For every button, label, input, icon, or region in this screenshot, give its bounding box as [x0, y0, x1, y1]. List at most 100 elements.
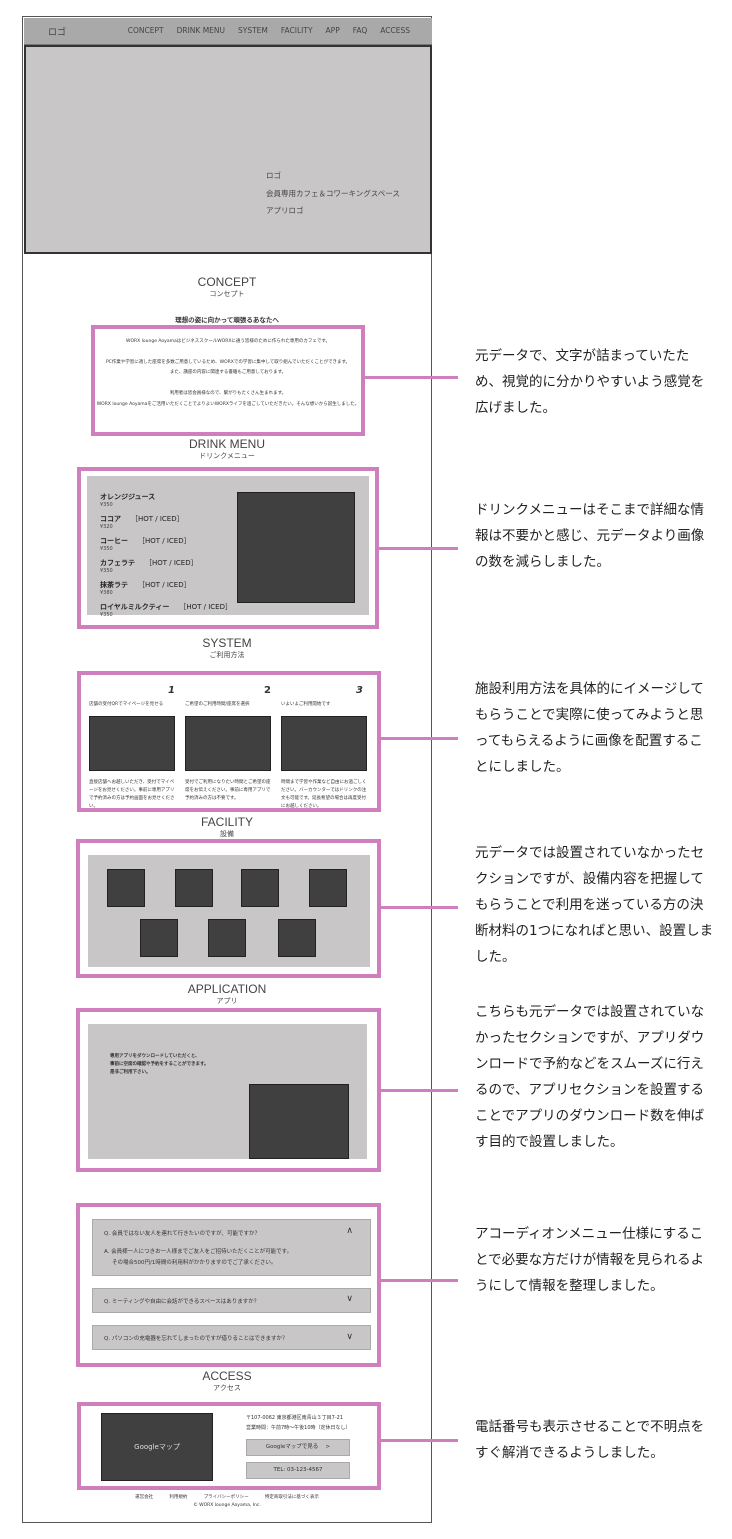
concept-title: CONCEPT コンセプト [22, 275, 432, 299]
facility-image-placeholder [241, 869, 279, 907]
concept-box: WORX lounge AoyamaはビジネススクールWORXに通う皆様のために… [91, 325, 365, 436]
section-title-jp: ご利用方法 [209, 652, 245, 659]
section-title-jp: アクセス [213, 1385, 241, 1392]
system-title: SYSTEM ご利用方法 [22, 636, 432, 660]
hero-logo: ロゴ [266, 171, 281, 180]
tel-button[interactable]: TEL: 03-123-4567 [246, 1462, 350, 1479]
app-title: APPLICATION アプリ [22, 982, 432, 1006]
section-title-en: SYSTEM [202, 636, 252, 650]
annotation-connector [380, 906, 458, 909]
concept-text: WORX lounge Aoyamaをご活用いただくことでよりよいWORXライフ… [96, 402, 360, 407]
nav-access[interactable]: ACCESS [380, 26, 410, 35]
annotation-note: 元データでは設置されていなかったセクションですが、設備内容を把握してもらうことで… [475, 845, 714, 965]
annotation-note: こちらも元データでは設置されていなかったセクションですが、アプリダウンロードで予… [475, 1004, 705, 1150]
drink-item: オレンジジュース¥350 [100, 493, 156, 508]
drink-item: ココア［HOT / ICED］¥320 [100, 515, 184, 530]
facility-image-placeholder [140, 919, 178, 957]
nav-facility[interactable]: FACILITY [280, 26, 313, 35]
drink-item: 抹茶ラテ［HOT / ICED］¥380 [100, 581, 191, 596]
faq-item[interactable]: Q. パソコンの充電器を忘れてしまったのですが借りることはできますか？ ∨ [92, 1325, 371, 1350]
footer-links: 運営会社 利用規約 プライバシーポリシー 特定商取引法に基づく表示 [22, 1494, 432, 1500]
google-map-placeholder[interactable]: Googleマップ [101, 1413, 213, 1481]
footer-link[interactable]: プライバシーポリシー [203, 1495, 249, 1500]
access-info: 〒107-0062 東京都港区南青山３丁目7-21 営業時間：午前7時〜午後10… [246, 1413, 351, 1433]
section-title-jp: 設備 [220, 831, 234, 838]
section-title-jp: ドリンクメニュー [199, 453, 255, 460]
facility-box [76, 839, 381, 978]
facility-panel [88, 855, 370, 967]
wireframe-frame [22, 16, 432, 1523]
hero: ロゴ 会員専用カフェ＆コワーキングスペース アプリロゴ [24, 45, 432, 254]
drink-title: DRINK MENU ドリンクメニュー [22, 437, 432, 461]
annotation-connector [380, 737, 458, 740]
site-header: ロゴ CONCEPT DRINK MENU SYSTEM FACILITY AP… [24, 18, 432, 45]
concept-text: また、講座の内容に関連する書籍もご用意しております。 [169, 370, 287, 375]
facility-image-placeholder [278, 919, 316, 957]
address: 〒107-0062 東京都港区南青山３丁目7-21 [246, 1415, 344, 1421]
app-panel: 専用アプリをダウンロードしていただくと、事前に空席の確認や予約をすることができま… [88, 1024, 367, 1159]
section-title-jp: アプリ [216, 998, 238, 1005]
app-box: 専用アプリをダウンロードしていただくと、事前に空席の確認や予約をすることができま… [76, 1008, 381, 1172]
header-logo[interactable]: ロゴ [48, 28, 67, 38]
drink-menu-panel: オレンジジュース¥350 ココア［HOT / ICED］¥320 コーヒー［HO… [87, 476, 369, 618]
app-description: 専用アプリをダウンロードしていただくと、事前に空席の確認や予約をすることができま… [110, 1054, 209, 1075]
section-title-en: DRINK MENU [188, 437, 265, 451]
nav-app[interactable]: APP [325, 26, 340, 35]
access-title: ACCESS アクセス [22, 1369, 432, 1393]
section-title-jp: コンセプト [209, 291, 245, 298]
annotation-note: 電話番号も表示させることで不明点をすぐ解消できるようしました。 [475, 1419, 705, 1461]
nav-drink-menu[interactable]: DRINK MENU [176, 26, 225, 35]
footer: 運営会社 利用規約 プライバシーポリシー 特定商取引法に基づく表示 © WORX… [22, 1494, 432, 1508]
footer-link[interactable]: 利用規約 [169, 1495, 188, 1500]
facility-image-placeholder [309, 869, 347, 907]
access-box: Googleマップ 〒107-0062 東京都港区南青山３丁目7-21 営業時間… [77, 1402, 381, 1490]
annotation-connector [364, 376, 458, 379]
facility-image-placeholder [107, 869, 145, 907]
nav-system[interactable]: SYSTEM [238, 26, 268, 35]
footer-link[interactable]: 運営会社 [135, 1495, 154, 1500]
global-nav: CONCEPT DRINK MENU SYSTEM FACILITY APP F… [128, 26, 410, 35]
faq-item-expanded[interactable]: Q. 会員ではない友人を連れて行きたいのですが、可能ですか？ ∧ A. 会員様一… [92, 1219, 371, 1276]
annotation-connector [378, 547, 458, 550]
section-title-en: CONCEPT [197, 275, 257, 289]
annotation-note: アコーディオンメニュー仕様にすることで必要な方だけが情報を見られるようにして情報… [475, 1226, 705, 1294]
copyright: © WORX lounge Aoyama, Inc. [193, 1503, 261, 1508]
annotation-connector [380, 1439, 458, 1442]
business-hours: 営業時間：午前7時〜午後10時（定休日なし） [246, 1425, 351, 1431]
drink-box: オレンジジュース¥350 ココア［HOT / ICED］¥320 コーヒー［HO… [77, 467, 379, 629]
faq-answer: A. 会員様一人につきお一人様までご友人をご招待いただくことが可能です。 [104, 1249, 293, 1255]
nav-concept[interactable]: CONCEPT [127, 26, 164, 35]
faq-box: Q. 会員ではない友人を連れて行きたいのですが、可能ですか？ ∧ A. 会員様一… [76, 1203, 381, 1367]
section-title-en: APPLICATION [187, 982, 267, 996]
drink-item: カフェラテ［HOT / ICED］¥350 [100, 559, 198, 574]
chevron-down-icon[interactable]: ∨ [346, 1332, 353, 1342]
annotation-connector [380, 1089, 458, 1092]
drink-item: ロイヤルミルクティー［HOT / ICED］¥350 [100, 603, 232, 618]
drink-image-placeholder [237, 492, 355, 603]
hero-text: ロゴ 会員専用カフェ＆コワーキングスペース アプリロゴ [266, 167, 400, 220]
concept-text: PC作業や学習に適した座席を多数ご用意しているため、WORXでの学習に集中して取… [105, 360, 351, 365]
drink-item: コーヒー［HOT / ICED］¥350 [100, 537, 191, 552]
concept-text: 利用者は皆会員様なので、繋がりもたくさん生まれます。 [169, 391, 287, 396]
faq-item[interactable]: Q. ミーティングや自由に会話ができるスペースはありますか？ ∨ [92, 1288, 371, 1313]
nav-faq[interactable]: FAQ [352, 26, 368, 35]
concept-heading: 理想の姿に向かって頑張るあなたへ [175, 316, 279, 324]
footer-link[interactable]: 特定商取引法に基づく表示 [264, 1495, 319, 1500]
google-map-button[interactable]: Googleマップで見る > [246, 1439, 350, 1456]
facility-title: FACILITY 設備 [22, 815, 432, 839]
app-image-placeholder [249, 1084, 349, 1159]
section-title-en: FACILITY [200, 815, 253, 829]
section-title-en: ACCESS [202, 1369, 252, 1383]
chevron-up-icon[interactable]: ∧ [346, 1226, 353, 1236]
concept-text: WORX lounge AoyamaはビジネススクールWORXに通う皆様のために… [126, 339, 330, 344]
annotation-note: ドリンクメニューはそこまで詳細な情報は不要かと感じ、元データより画像の数を減らし… [475, 502, 705, 570]
annotation-connector [380, 1279, 458, 1282]
hero-app-logo: アプリロゴ [266, 206, 304, 215]
chevron-down-icon[interactable]: ∨ [346, 1294, 353, 1304]
facility-image-placeholder [175, 869, 213, 907]
faq-answer: その場合500円/1時間の利用料がかかりますのでご了承ください。 [112, 1260, 277, 1266]
